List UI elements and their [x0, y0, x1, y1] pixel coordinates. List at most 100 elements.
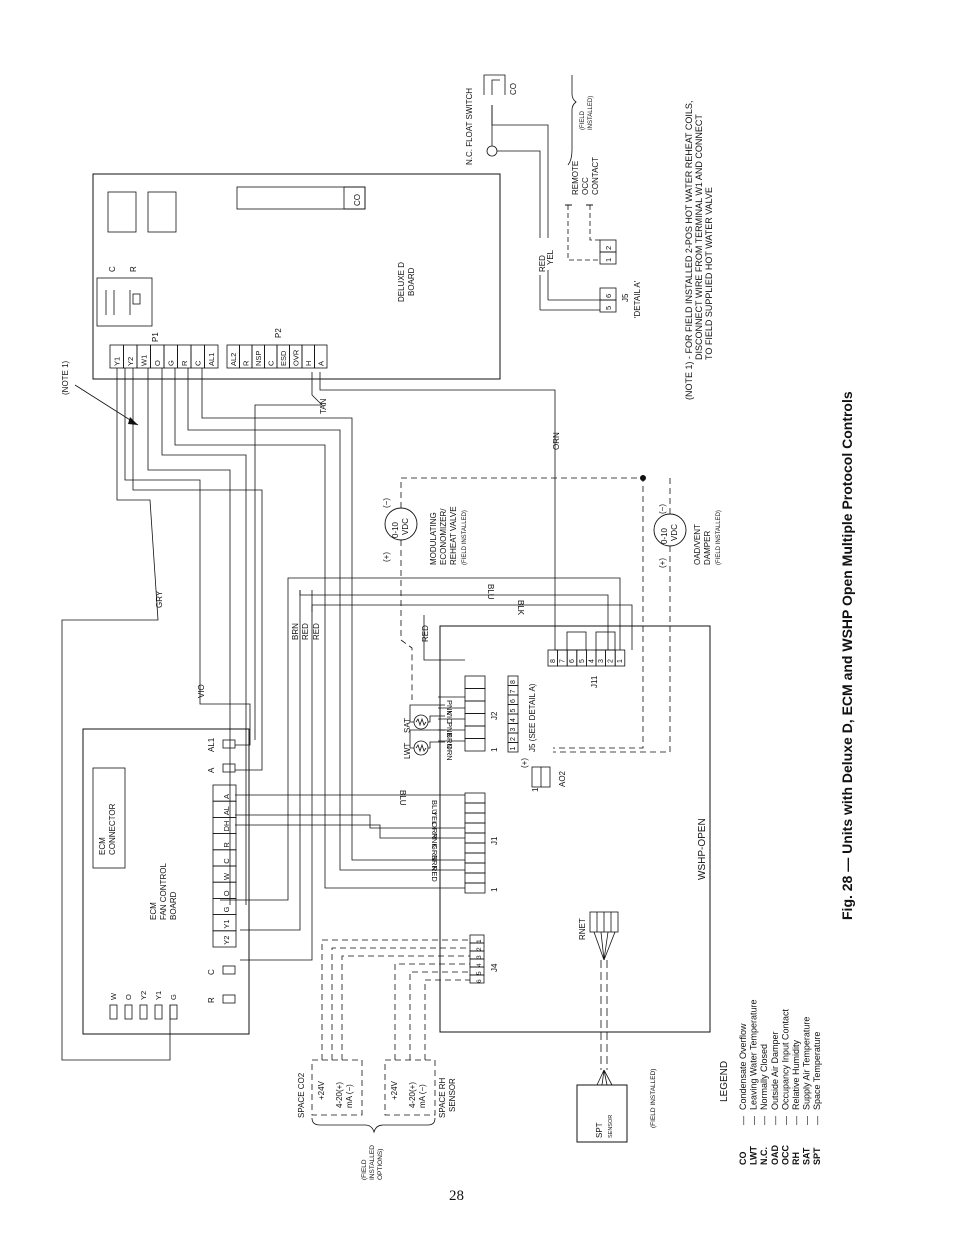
co2-sensor-box: [311, 1059, 363, 1116]
valve-vdc: VDC: [401, 518, 410, 535]
dh-wire: [235, 824, 465, 839]
ecm-connector-label-1: ECM: [98, 837, 107, 855]
legend-dash: —: [780, 1116, 790, 1125]
p1-terminal-label: Y1: [113, 357, 122, 366]
wshp-open-board: [439, 625, 711, 1033]
legend-abbr: SPT: [812, 1147, 822, 1165]
j5-note: J5 (SEE DETAIL A): [528, 683, 537, 752]
ecm-spade-r: [222, 994, 236, 1004]
float-switch-ball: [486, 145, 498, 157]
j11-pin-number: 2: [608, 659, 615, 663]
j1-connector: [464, 792, 486, 894]
ecm-connector: [92, 767, 126, 869]
rh-wire-24v: [394, 963, 470, 1060]
ao2-label: AO2: [558, 770, 567, 787]
remote-occ-brace: [567, 75, 577, 166]
valve-label-1: MODULATING: [429, 512, 438, 565]
wire-label-vio: VIO: [197, 684, 206, 698]
j5-pin-number: 6: [510, 699, 517, 703]
p2-terminal-label: A: [317, 361, 326, 366]
co2-24v: +24V: [317, 1080, 326, 1100]
wire-label-red-j5: RED: [421, 625, 430, 642]
damper-plus: (+): [658, 558, 667, 568]
j5-pin-number: 8: [510, 680, 517, 684]
wire-label-blu-ecm: BLU: [398, 790, 407, 806]
wire-label-red-1: RED: [301, 623, 310, 640]
legend-abbr: OAD: [770, 1145, 780, 1166]
deluxe-cr-jumper: [132, 293, 141, 305]
detail-a-j5: J5: [621, 293, 630, 302]
p1-terminal-label: G: [167, 360, 176, 366]
j1-pin: [464, 862, 486, 874]
rnet-label: RNET: [578, 918, 587, 940]
wshp-title: WSHP-OPEN: [697, 818, 708, 880]
j2-connector: [464, 675, 486, 752]
j1-wire-label: GRN: [430, 844, 439, 861]
spt-sensor-sub: SENSOR: [608, 1115, 614, 1138]
j2-pin: [464, 713, 486, 727]
ecm-board-title-2: FAN CONTROL: [159, 863, 168, 920]
co2-wire-420p: [331, 947, 470, 1060]
j2-pin: [464, 700, 486, 714]
float-switch-co: CO: [509, 83, 518, 95]
r-wire: [174, 368, 465, 889]
j1-pin: [464, 812, 486, 824]
damper-label-2: DAMPER: [703, 531, 712, 565]
note-line-2: DISCONNECT WIRE FROM TERMINAL W1 AND CON…: [694, 114, 704, 360]
p2-bundle: [287, 577, 621, 650]
detail-a-pin-number: 2: [604, 246, 613, 250]
j5-pin-number: 2: [510, 737, 517, 741]
ecm-bottom-spade: [169, 1004, 178, 1020]
p2-bundle-blk: [299, 590, 609, 650]
ecm-terminal-label: A: [222, 794, 231, 799]
dashed-junction: [640, 475, 646, 481]
j5-pin-number: 7: [510, 690, 517, 694]
damper-field: (FIELD INSTALLED): [716, 510, 722, 565]
rh-420n: mA (−): [418, 1084, 427, 1108]
legend-desc: Relative Humidity: [791, 1039, 801, 1110]
spt-leads: [596, 1069, 613, 1086]
p1-terminal-cell: [204, 344, 219, 369]
sat-leads: [409, 704, 445, 723]
j5-pin-number: 3: [510, 728, 517, 732]
wire-label-tan: TAN: [319, 398, 328, 414]
legend-abbr: OCC: [780, 1145, 790, 1166]
ecm-terminal-label: W: [222, 872, 231, 880]
legend-dash: —: [738, 1116, 748, 1125]
j1-pin: [464, 842, 486, 854]
p2-terminal-cell: [314, 344, 328, 369]
co2-label: SPACE CO2: [297, 1072, 306, 1118]
spt-field-installed: (FIELD INSTALLED): [650, 1069, 657, 1128]
j2-wire-label: VIO: [445, 711, 454, 724]
deluxe-board-title-2: BOARD: [407, 267, 416, 296]
field-options-brace: [311, 1117, 436, 1134]
legend-desc: Leaving Water Temperature: [749, 999, 759, 1110]
red-wire-a: [240, 590, 301, 931]
deluxe-co-box: [343, 186, 366, 210]
ecm-fan-control-board: [82, 728, 250, 1035]
j1-label: J1: [490, 836, 499, 845]
j1-wire-label: PNK: [430, 833, 439, 848]
j4-pin-number: 6: [476, 979, 483, 983]
valve-label-3: REHEAT VALVE: [449, 506, 458, 565]
p1-label: P1: [151, 332, 160, 342]
rh-label-2: SENSOR: [448, 1078, 457, 1112]
j1-wire-label: RED: [430, 866, 439, 882]
float-switch-label: N.C. FLOAT SWITCH: [465, 88, 474, 165]
p1-terminal-label: O: [153, 360, 162, 366]
j4-pin-number: 1: [476, 939, 483, 943]
damper-vdc: VDC: [670, 524, 679, 541]
float-switch-wire-b: [491, 105, 549, 238]
legend-dash: —: [802, 1116, 812, 1125]
ecm-bottom-spade: [124, 1004, 133, 1020]
legend-desc: Condensate Overflow: [738, 1023, 748, 1110]
wire-label-red-top: RED: [538, 255, 547, 272]
sat-label: SAT: [403, 718, 412, 733]
field-options-2: INSTALLED: [369, 1145, 376, 1180]
legend-dash: —: [812, 1116, 822, 1125]
remote-occ-wire-2: [589, 205, 600, 241]
note-line-3: TO FIELD SUPPLIED HOT WATER VALVE: [704, 187, 714, 360]
